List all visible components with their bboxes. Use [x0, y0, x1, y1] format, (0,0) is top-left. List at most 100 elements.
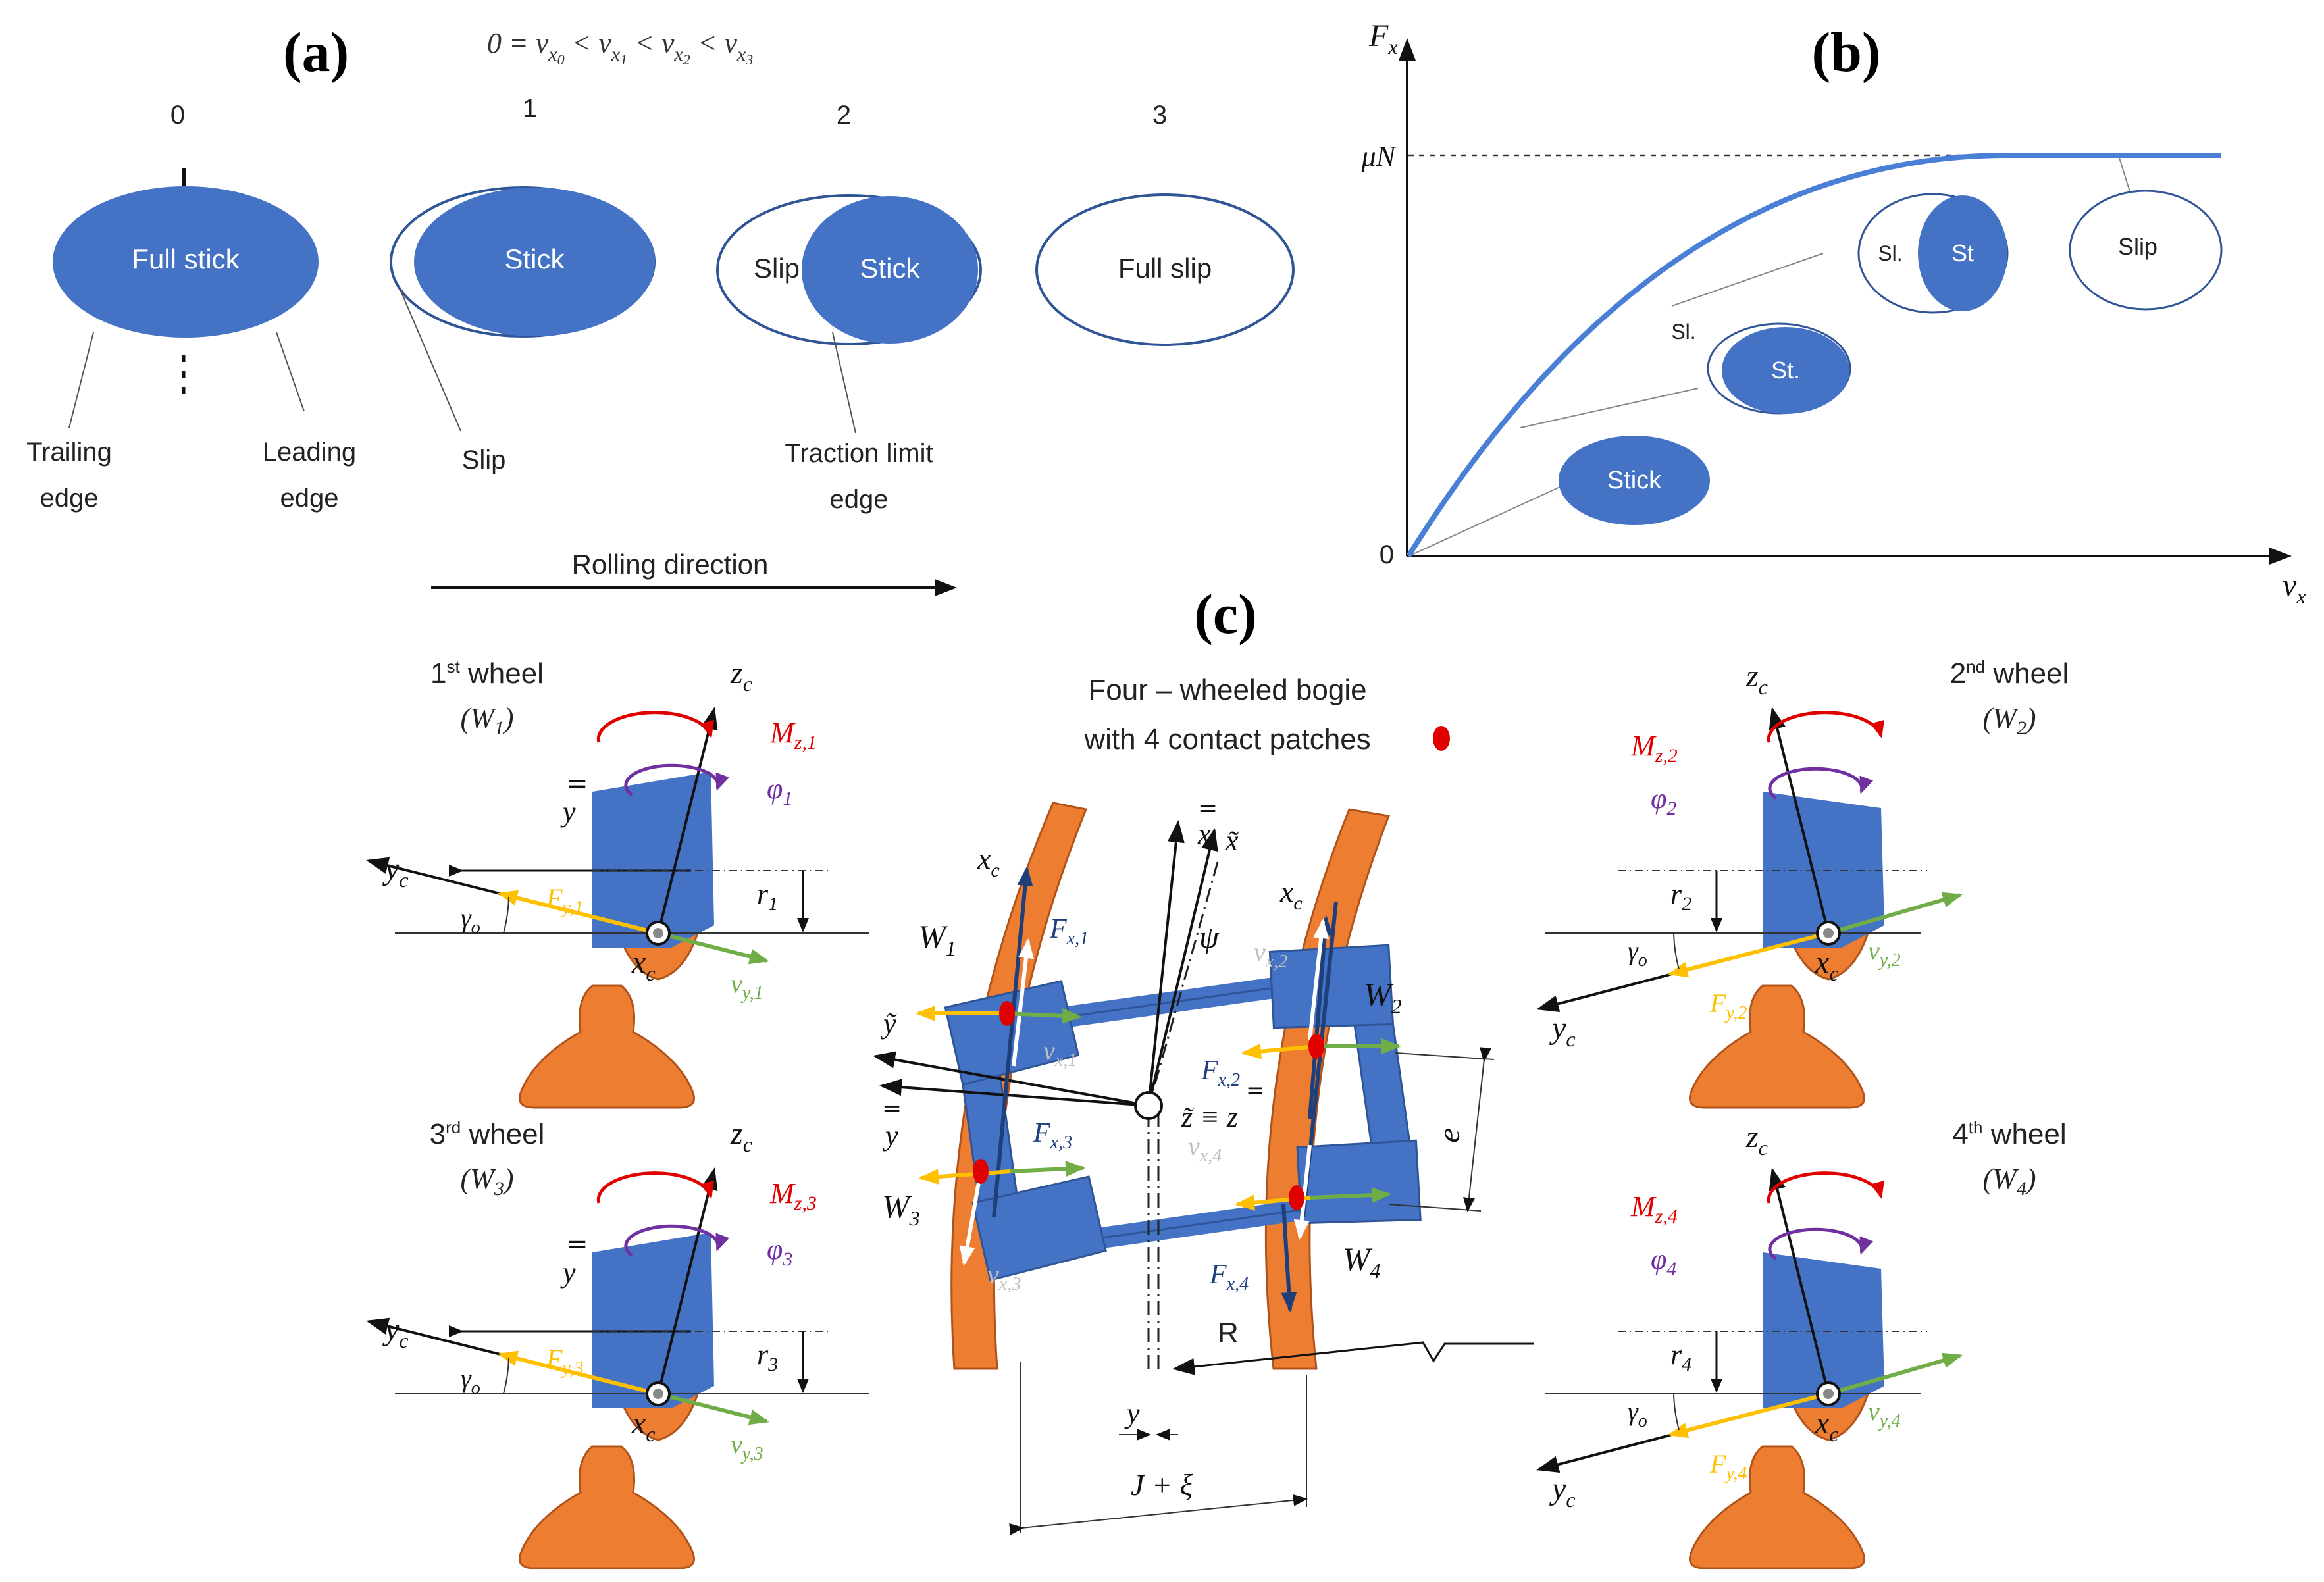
patch-slip-label: Slip: [2118, 233, 2157, 260]
wheel-1-radius-label: r1: [757, 878, 778, 915]
contact-patch-2: [1308, 1034, 1324, 1059]
patch-3-stick: [1918, 195, 2007, 311]
velocity-condition: 0 = vx0 < vx1 < vx2 < vx3: [487, 27, 753, 68]
stage1-stick-area: [414, 188, 655, 336]
vx1-label: vx,1: [1043, 1036, 1077, 1071]
wheel-2-moment-arrow: [1767, 711, 1884, 743]
wheel-3-profile: [592, 1233, 714, 1408]
wheel-3-yc-label: yc: [382, 1312, 409, 1352]
wheel-2-vy-label: vy,2: [1868, 936, 1901, 971]
high-leader: [1671, 253, 1824, 307]
wheel-4-vy-arrow: [1828, 1352, 1963, 1396]
xbar-label: x: [1197, 818, 1211, 850]
patch-2-stick-label: St.: [1771, 357, 1800, 384]
patch-stick-label: Stick: [1607, 467, 1662, 494]
contact-patch-3: [973, 1159, 989, 1184]
w2-bogie-label: W2: [1364, 976, 1402, 1018]
wheel-3-moment-arrow: [596, 1171, 714, 1204]
stage1-stick-label: Stick: [504, 243, 565, 274]
wheel-2-yc-label: yc: [1549, 1011, 1576, 1051]
ytilde-axis: [873, 1051, 1149, 1107]
wheel-2-phi-label: φ2: [1651, 782, 1676, 819]
wheel-4-fx-arrow: [1281, 1204, 1297, 1312]
full-slip-label: Full slip: [1118, 253, 1212, 284]
dimension-e: [1463, 1047, 1491, 1212]
stage-index-3: 3: [1152, 101, 1167, 130]
track-dimension: [1009, 1494, 1308, 1535]
panel-b-label: (b): [1811, 20, 1880, 84]
xbar-axis: [1147, 820, 1185, 1106]
traction-curve: [1406, 153, 2221, 558]
track-dimension-label: J + ξ: [1131, 1468, 1193, 1502]
wheel-2-profile: [1763, 792, 1884, 948]
stage2-stick-label: Stick: [860, 253, 920, 284]
contact-patch-1: [999, 1001, 1015, 1026]
contact-patch-legend-icon: [1433, 726, 1450, 751]
wheel-3-zc-label: zc: [730, 1116, 752, 1156]
wheel-4-vy-label: vy,4: [1868, 1396, 1901, 1431]
wheel-3-zc-axis: [657, 1167, 718, 1394]
wheel-2-rotation-arrow: [1768, 767, 1873, 800]
panel-c-label: (c): [1194, 582, 1256, 646]
wheel-1-rotation-arrow: [624, 763, 729, 796]
wheel-4-fy-arrow: [1668, 1392, 1829, 1439]
curve-radius-label: R: [1218, 1317, 1239, 1349]
wheel-3-block: [971, 1175, 1107, 1282]
wheel-2-moment-label: Mz,2: [1630, 730, 1678, 767]
wheel-1-fy-label: Fy,1: [546, 883, 583, 918]
wheel-4-zc-axis: [1769, 1167, 1830, 1394]
svg-text:=: =: [1198, 795, 1218, 822]
wheel-2-title: 2nd wheel: [1950, 657, 2069, 690]
svg-text:=: =: [566, 769, 588, 799]
wheel-4-xc-label: xc: [1815, 1406, 1839, 1446]
wheel-4-fy-label: Fy,4: [1709, 1449, 1747, 1484]
wheel-1-yc-label: yc: [382, 852, 409, 892]
wheel-3-radius-label: r3: [757, 1339, 778, 1375]
patch-2-stick: [1722, 327, 1849, 414]
wheel-3-name: (W3): [461, 1163, 514, 1200]
bogie-vy1-arrow: [1006, 1008, 1082, 1024]
wheel-3-gamma-label: γo: [461, 1364, 480, 1398]
wheel-1-diagram: 1st wheel (W1) zc yc xc y = γo Fy,1 vy,1: [366, 655, 869, 1109]
ybar-bogie-label: y: [883, 1119, 898, 1152]
bogie-xc2-label: xc: [1279, 875, 1303, 914]
vx-axis-label: vx: [2283, 568, 2306, 608]
stage-index-1: 1: [523, 94, 537, 123]
vx3-arrow: [959, 1171, 983, 1266]
vx2-arrow: [1308, 919, 1330, 1040]
psi-label: ψ: [1199, 920, 1220, 955]
fx3-label: Fx,3: [1033, 1118, 1072, 1153]
wheel-1-xc-label: xc: [631, 945, 656, 985]
wheel-3-vy-label: vy,3: [731, 1429, 763, 1464]
wheel-3-vy-arrow: [658, 1392, 769, 1425]
dimension-e-label: e: [1431, 1125, 1468, 1145]
wheel-3-fy-arrow: [498, 1350, 659, 1396]
wheel-1-fy-arrow: [498, 890, 659, 935]
bogie-vy4-arrow: [1309, 1187, 1391, 1204]
stage-index-0: 0: [170, 101, 185, 130]
w4-bogie-label: W4: [1343, 1240, 1381, 1283]
full-slip-patch: [1035, 193, 1295, 346]
wheel-3-rotation-arrow: [624, 1224, 729, 1257]
wheel-4-radius-label: r4: [1670, 1339, 1691, 1375]
bogie-fy2-arrow: [1241, 1043, 1317, 1059]
origin-label: 0: [1380, 540, 1394, 569]
vx3-label: vx,3: [987, 1260, 1021, 1294]
bogie-xc1-label: xc: [977, 842, 1000, 881]
wheel-3-moment-label: Mz,3: [769, 1177, 817, 1214]
wheel-4-diagram: 4th wheel (W4) zc yc xc γo Fy,4 vy,4 Mz,…: [1536, 1117, 2067, 1569]
mid-leader: [1520, 388, 1699, 428]
wheel-4-phi-label: φ4: [1651, 1243, 1676, 1280]
wheel-2-fy-arrow: [1668, 931, 1829, 978]
stick-leader: [1411, 486, 1561, 555]
wheel-1-zc-axis: [657, 707, 718, 934]
svg-text:=: =: [1246, 1077, 1265, 1104]
full-stick-label: Full stick: [132, 243, 240, 274]
wheel-4-zc-label: zc: [1745, 1119, 1768, 1160]
wheel-1-vy-label: vy,1: [731, 969, 763, 1004]
svg-text:=: =: [566, 1229, 588, 1260]
fx4-label: Fx,4: [1209, 1260, 1249, 1294]
bogie-vy3-arrow: [1010, 1161, 1085, 1177]
